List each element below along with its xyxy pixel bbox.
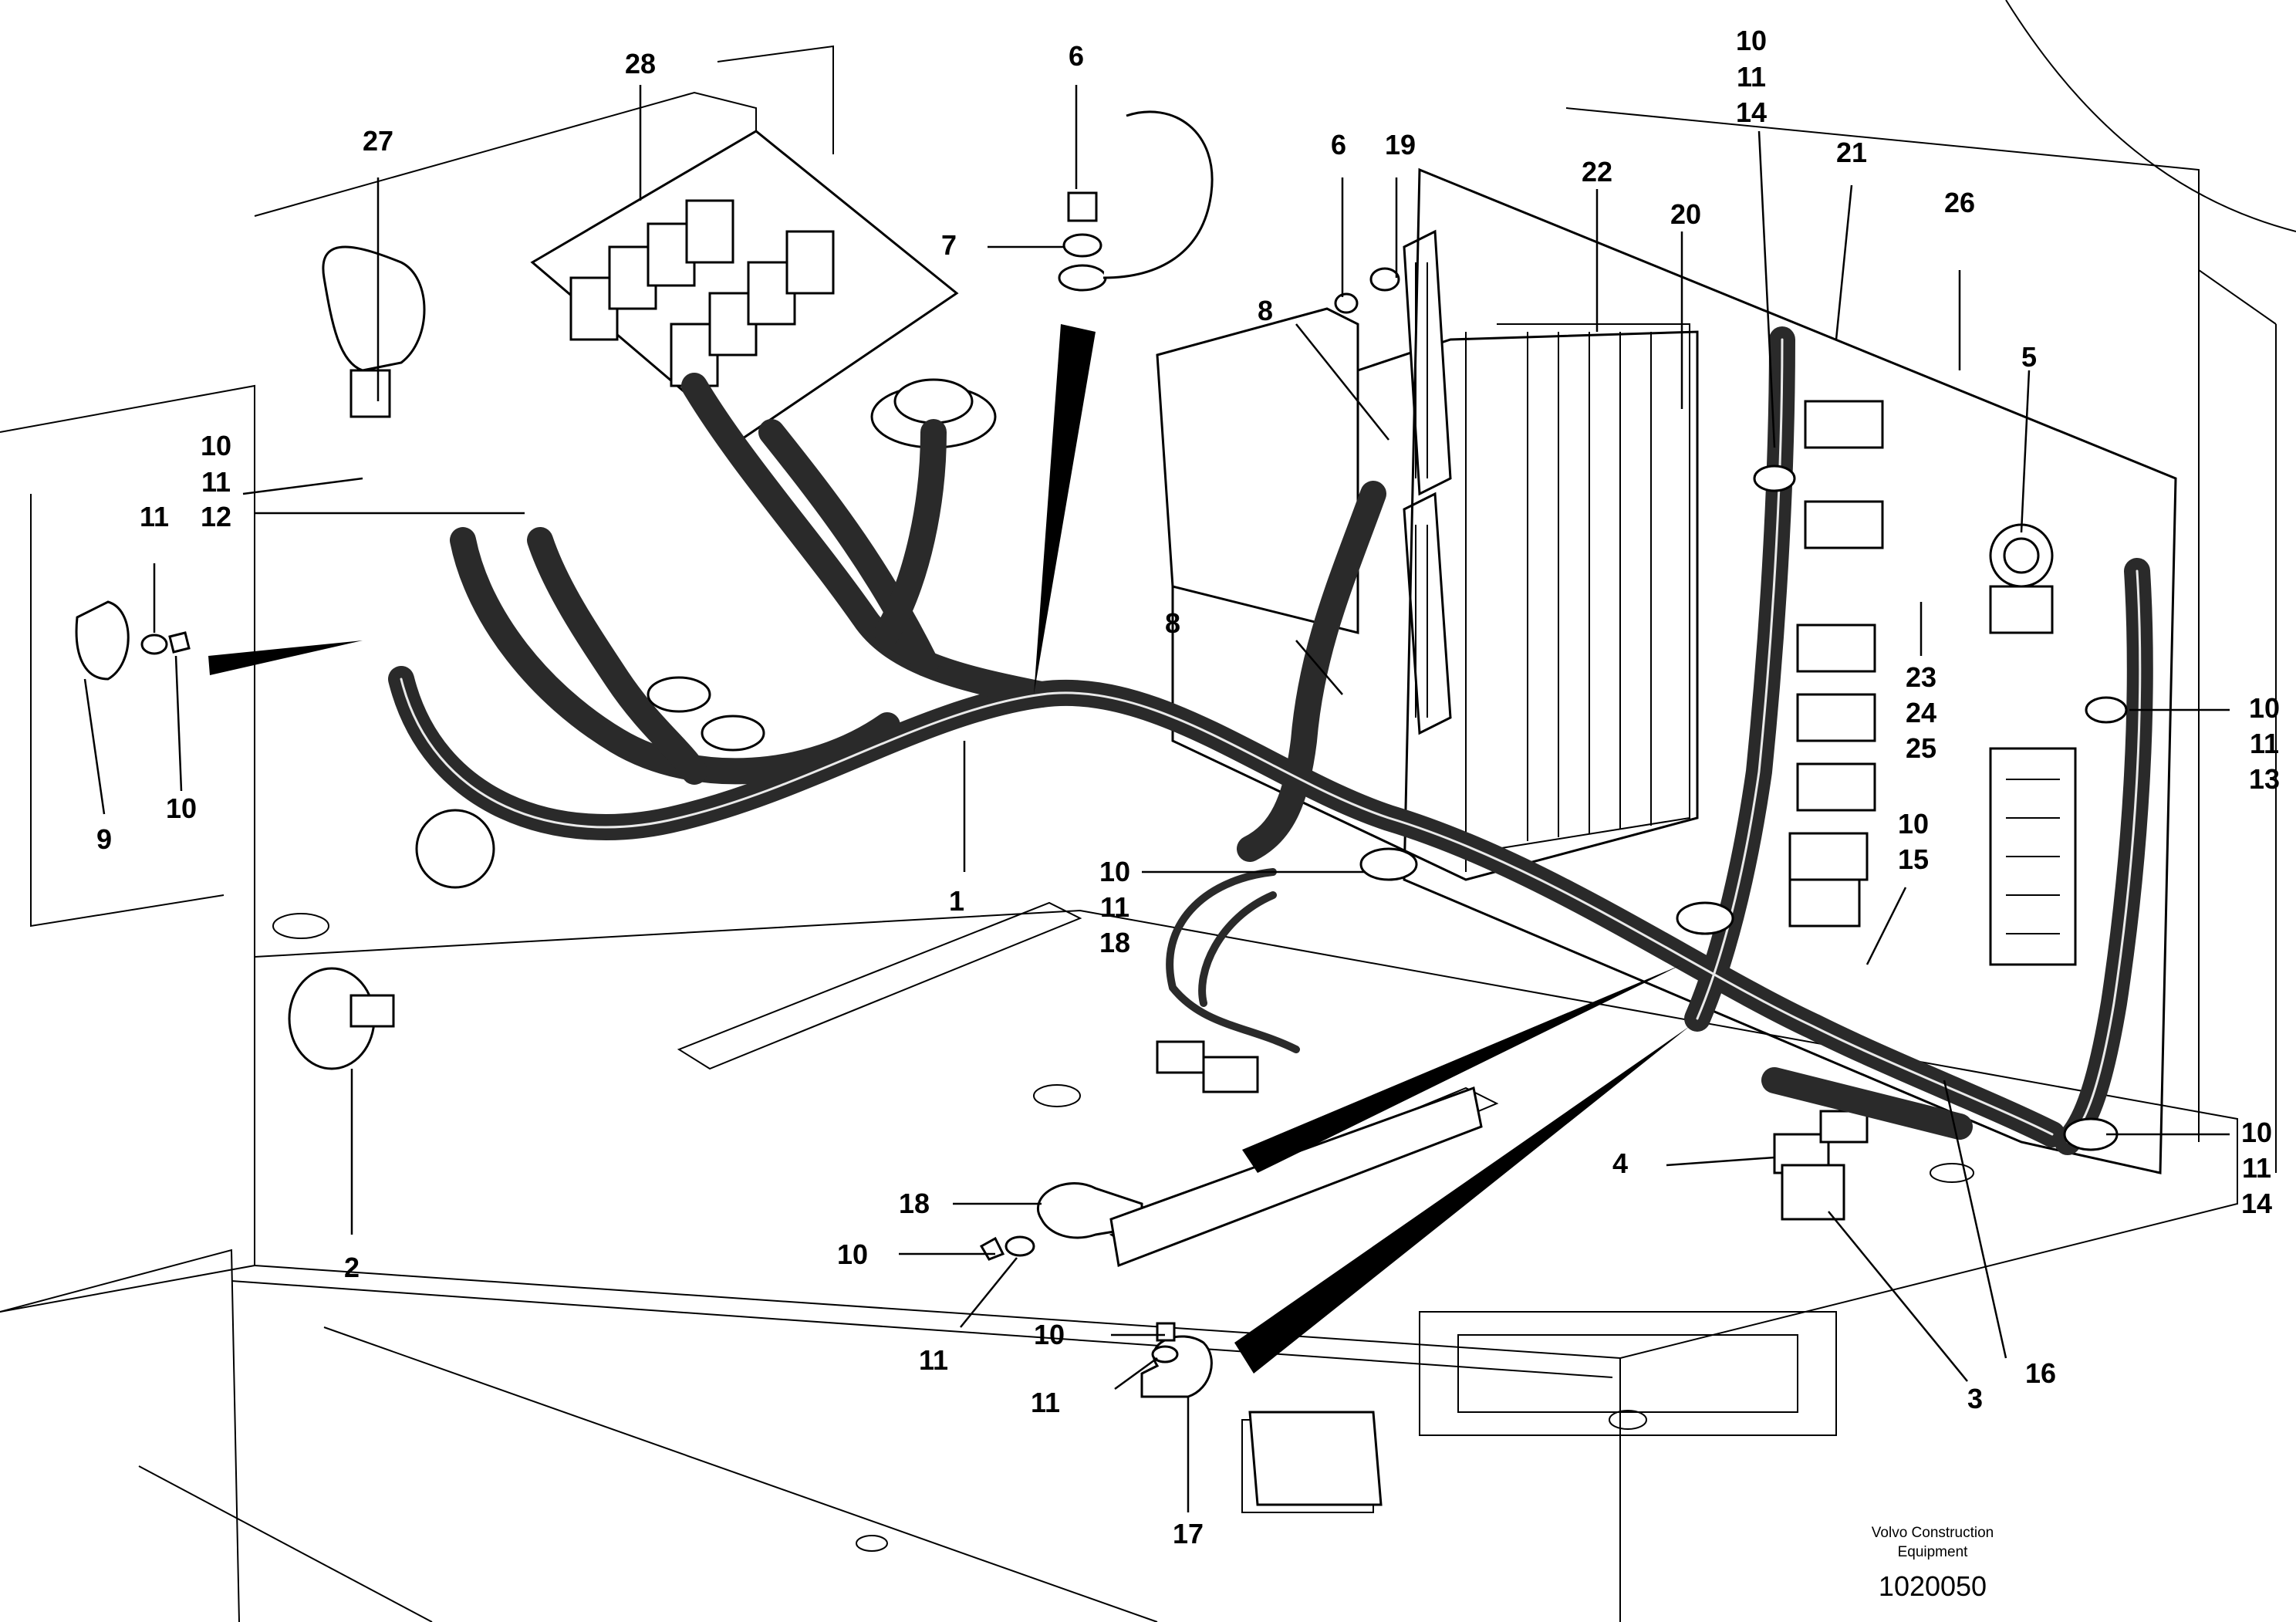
manufacturer-name-line2: Equipment bbox=[1898, 1544, 1969, 1560]
callout-10-top: 10 bbox=[1736, 25, 1767, 56]
callout-10-right-low: 10 bbox=[2241, 1117, 2272, 1148]
main-switch-5 bbox=[1989, 523, 2054, 634]
callout-22: 22 bbox=[1582, 156, 1612, 188]
callout-10-b17: 10 bbox=[1034, 1319, 1065, 1350]
parts bbox=[75, 110, 2177, 1506]
callout-10-right-mid: 10 bbox=[2249, 692, 2280, 724]
round-connector bbox=[415, 809, 495, 889]
relay-panel-28 bbox=[530, 130, 959, 441]
callout-27: 27 bbox=[363, 125, 393, 157]
callout-6-mid: 6 bbox=[1331, 129, 1346, 161]
callout-11-right-low: 11 bbox=[2242, 1152, 2271, 1184]
callout-21: 21 bbox=[1836, 137, 1867, 168]
callout-5: 5 bbox=[2021, 341, 2037, 373]
callout-11-right-mid: 11 bbox=[2250, 728, 2279, 759]
callout-11-left: 11 bbox=[201, 466, 231, 498]
callout-24: 24 bbox=[1906, 697, 1936, 728]
callout-12: 12 bbox=[201, 501, 231, 532]
callout-11-top: 11 bbox=[1737, 61, 1766, 93]
callout-3: 3 bbox=[1967, 1383, 1983, 1414]
sensor-2 bbox=[288, 967, 395, 1070]
callout-28: 28 bbox=[625, 48, 656, 79]
connector-4 bbox=[1773, 1110, 1869, 1174]
callout-7: 7 bbox=[941, 229, 957, 261]
callout-18-bottom: 18 bbox=[899, 1188, 930, 1219]
relays bbox=[1788, 400, 1884, 928]
callout-11-center: 11 bbox=[1100, 891, 1129, 923]
floor-plate bbox=[1248, 1411, 1383, 1506]
nut-washer-6-19 bbox=[1334, 267, 1400, 314]
drawing-number: 1020050 bbox=[1879, 1570, 1987, 1602]
title-block: Volvo Construction Equipment 1020050 bbox=[1872, 1525, 1994, 1602]
callout-18-center: 18 bbox=[1099, 927, 1130, 958]
wiring-harness-1 bbox=[388, 326, 2153, 1155]
leader-lines bbox=[83, 85, 2230, 1512]
callout-10-clip: 10 bbox=[166, 792, 197, 824]
callout-16: 16 bbox=[2025, 1357, 2056, 1389]
manufacturer-name: Volvo Construction bbox=[1872, 1525, 1994, 1541]
callout-11-clip: 11 bbox=[140, 501, 169, 532]
callout-4: 4 bbox=[1612, 1147, 1628, 1179]
callout-20: 20 bbox=[1670, 198, 1701, 230]
callout-19: 19 bbox=[1385, 129, 1416, 161]
callout-1: 1 bbox=[949, 885, 964, 917]
callouts: 1 2 3 4 5 6 6 7 8 8 9 10 11 12 11 10 19 … bbox=[96, 25, 2280, 1549]
clip-9 bbox=[75, 600, 191, 681]
callout-8-upper: 8 bbox=[1258, 295, 1273, 326]
mounting-plate-21 bbox=[1403, 167, 2177, 1174]
rotary-switch-27 bbox=[322, 245, 426, 418]
callout-25: 25 bbox=[1906, 732, 1936, 764]
callout-11-b17: 11 bbox=[1031, 1387, 1060, 1418]
callout-2: 2 bbox=[344, 1252, 360, 1283]
callout-10-center: 10 bbox=[1099, 856, 1130, 887]
callout-10-r15: 10 bbox=[1898, 808, 1929, 840]
callout-11-bottom: 11 bbox=[919, 1344, 948, 1376]
callout-15: 15 bbox=[1898, 843, 1929, 875]
connector-3 bbox=[1781, 1164, 1845, 1221]
floor-bar bbox=[1109, 1086, 1483, 1268]
nut-washer-6-7 bbox=[1058, 110, 1214, 292]
fuse-block bbox=[1989, 747, 2077, 966]
callout-9: 9 bbox=[96, 823, 112, 855]
callout-23: 23 bbox=[1906, 661, 1936, 693]
callout-8-lower: 8 bbox=[1165, 607, 1180, 639]
ecu-box bbox=[1156, 307, 1359, 634]
callout-10-left: 10 bbox=[201, 430, 231, 461]
callout-10-bottom: 10 bbox=[837, 1238, 868, 1270]
callout-26: 26 bbox=[1944, 187, 1975, 218]
bulkhead-connector bbox=[870, 378, 997, 449]
callout-14-top: 14 bbox=[1736, 96, 1767, 128]
leader-wedges bbox=[208, 324, 1690, 1374]
callout-6-top: 6 bbox=[1069, 40, 1084, 72]
callout-17: 17 bbox=[1173, 1518, 1204, 1549]
clip-17 bbox=[1140, 1322, 1213, 1398]
callout-13: 13 bbox=[2249, 763, 2280, 795]
callout-14-right-low: 14 bbox=[2241, 1188, 2272, 1219]
